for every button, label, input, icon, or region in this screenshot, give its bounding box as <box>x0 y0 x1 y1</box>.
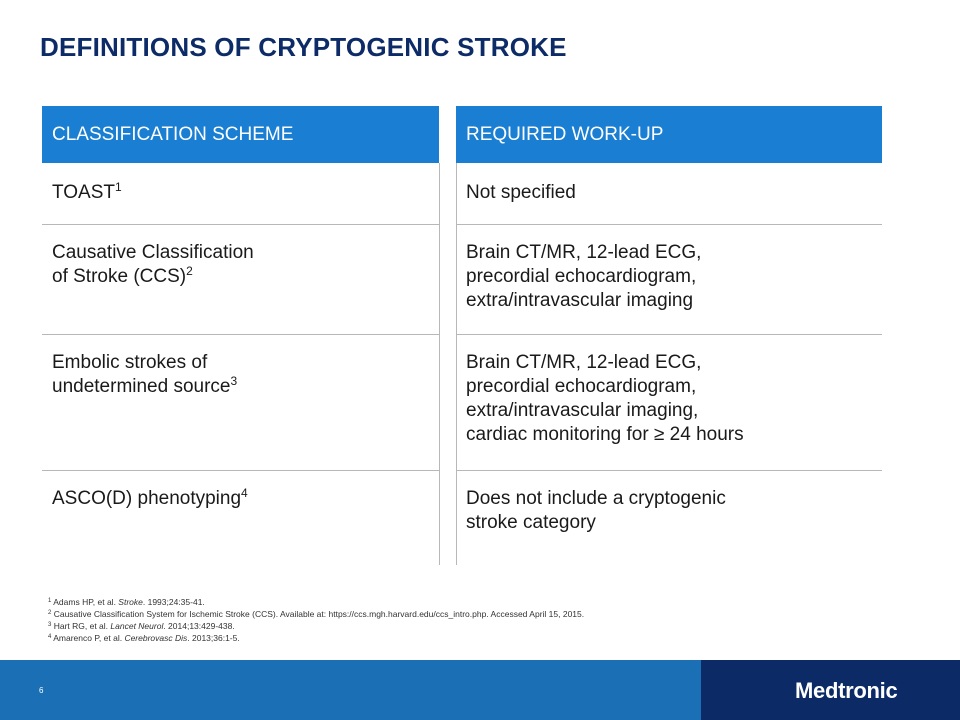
reference-item: 2 Causative Classification System for Is… <box>48 608 584 620</box>
reference-number: 1 <box>48 598 52 604</box>
reference-text: Adams HP, et al. <box>53 597 119 607</box>
reference-journal: Cerebrovasc Dis <box>124 633 188 643</box>
scheme-cell-ccs: Causative Classification of Stroke (CCS)… <box>42 225 439 335</box>
workup-text-line: cardiac monitoring for ≥ 24 hours <box>466 424 744 445</box>
reference-number: 3 <box>48 622 52 628</box>
reference-journal: Stroke <box>118 597 143 607</box>
workup-text-line: Brain CT/MR, 12-lead ECG, <box>466 242 702 263</box>
classification-scheme-column: CLASSIFICATION SCHEME TOAST1 Causative C… <box>42 106 439 563</box>
required-workup-column: REQUIRED WORK-UP Not specified Brain CT/… <box>456 106 882 563</box>
reference-text: . 2014;13:429-438. <box>163 621 235 631</box>
column-divider-left <box>439 163 440 565</box>
page-number: 6 <box>39 686 44 695</box>
references-list: 1 Adams HP, et al. Stroke. 1993;24:35-41… <box>48 596 584 644</box>
workup-text-line: stroke category <box>466 512 596 533</box>
scheme-cell-esus: Embolic strokes of undetermined source3 <box>42 335 439 471</box>
scheme-text: ASCO(D) phenotyping <box>52 488 242 509</box>
workup-cell-ccs: Brain CT/MR, 12-lead ECG, precordial ech… <box>456 225 882 335</box>
classification-scheme-header: CLASSIFICATION SCHEME <box>42 106 439 163</box>
workup-cell-toast: Not specified <box>456 163 882 225</box>
page-title: DEFINITIONS OF CRYPTOGENIC STROKE <box>40 32 567 62</box>
scheme-cell-toast: TOAST1 <box>42 163 439 225</box>
scheme-text: TOAST <box>52 182 115 203</box>
reference-journal: Lancet Neurol <box>110 621 164 631</box>
workup-text-line: Brain CT/MR, 12-lead ECG, <box>466 352 702 373</box>
medtronic-logo: Medtronic <box>795 678 898 703</box>
reference-text: . 1993;24:35-41. <box>142 597 205 607</box>
reference-text: Amarenco P, et al. <box>53 633 125 643</box>
reference-superscript: 4 <box>241 486 248 500</box>
column-divider-right <box>456 163 457 565</box>
workup-text-line: Does not include a cryptogenic <box>466 488 726 509</box>
required-workup-header: REQUIRED WORK-UP <box>456 106 882 163</box>
workup-text-line: precordial echocardiogram, <box>466 376 697 397</box>
workup-cell-ascod: Does not include a cryptogenic stroke ca… <box>456 471 882 563</box>
reference-number: 2 <box>48 610 52 616</box>
footer-bar: 6 Medtronic <box>0 660 960 720</box>
reference-item: 1 Adams HP, et al. Stroke. 1993;24:35-41… <box>48 596 584 608</box>
scheme-text: undetermined source <box>52 376 231 397</box>
footer-logo-panel: Medtronic <box>701 660 960 720</box>
reference-item: 3 Hart RG, et al. Lancet Neurol. 2014;13… <box>48 620 584 632</box>
workup-text-line: extra/intravascular imaging <box>466 290 694 311</box>
reference-item: 4 Amarenco P, et al. Cerebrovasc Dis. 20… <box>48 632 584 644</box>
scheme-cell-ascod: ASCO(D) phenotyping4 <box>42 471 439 563</box>
reference-text: Hart RG, et al. <box>53 621 111 631</box>
workup-text-line: Not specified <box>466 182 576 203</box>
reference-text: Causative Classification System for Isch… <box>53 609 585 619</box>
scheme-text-line: Causative Classification <box>52 242 254 263</box>
reference-superscript: 1 <box>115 180 122 194</box>
scheme-text-line: Embolic strokes of <box>52 352 208 373</box>
reference-number: 4 <box>48 634 52 640</box>
reference-superscript: 3 <box>230 374 238 388</box>
workup-cell-esus: Brain CT/MR, 12-lead ECG, precordial ech… <box>456 335 882 471</box>
reference-text: . 2013;36:1-5. <box>187 633 240 643</box>
workup-text-line: precordial echocardiogram, <box>466 266 697 287</box>
workup-text-line: extra/intravascular imaging, <box>466 400 699 421</box>
scheme-text: of Stroke (CCS) <box>52 266 187 287</box>
reference-superscript: 2 <box>186 264 193 278</box>
